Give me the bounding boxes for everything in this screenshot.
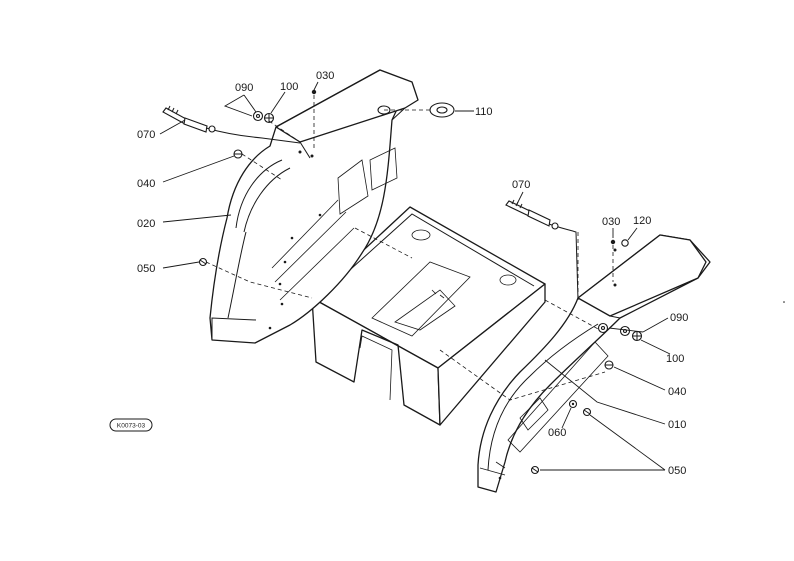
reference-code: K0073-03 (117, 423, 146, 430)
leader-lines (159, 81, 671, 471)
callout-100-left: 100 (280, 81, 298, 93)
stray-mark (783, 301, 785, 303)
callout-090-left: 090 (235, 82, 253, 94)
assembly-lines (205, 95, 614, 401)
callout-020: 020 (137, 218, 155, 230)
bolt-030-right (610, 239, 616, 245)
callout-010: 010 (668, 419, 686, 431)
bolts-050-right (530, 407, 592, 475)
callout-060: 060 (548, 427, 566, 439)
callout-030-left: 030 (316, 70, 334, 82)
callout-030-right: 030 (602, 216, 620, 228)
callout-100-right: 100 (666, 353, 684, 365)
lamp-cable-left (162, 105, 301, 144)
lamp-cable-right (505, 199, 579, 301)
callout-110: 110 (475, 106, 493, 118)
callout-labels: 030 090 100 110 070 040 020 050 070 030 … (137, 70, 688, 477)
callout-090-right: 090 (670, 312, 688, 324)
callout-050-left: 050 (137, 263, 155, 275)
floor-plate (311, 206, 546, 426)
washer-060 (568, 399, 578, 409)
callout-070-right: 070 (512, 179, 530, 191)
nut-040-right (604, 360, 614, 370)
fender-right (477, 234, 711, 493)
bolt-050-left (198, 257, 208, 267)
nut-120 (621, 239, 629, 247)
washers-right (597, 322, 643, 342)
callout-040-right: 040 (668, 386, 686, 398)
grommet-110 (429, 102, 455, 118)
reference-code-stamp: K0073-03 (109, 418, 153, 432)
nut-040-left (233, 149, 243, 159)
washers-left (252, 110, 275, 124)
callout-040-left: 040 (137, 178, 155, 190)
fender-left (209, 69, 419, 344)
callout-070-left: 070 (137, 129, 155, 141)
callout-050-right: 050 (668, 465, 686, 477)
callout-120: 120 (633, 215, 651, 227)
bolt-030-left (311, 89, 317, 95)
